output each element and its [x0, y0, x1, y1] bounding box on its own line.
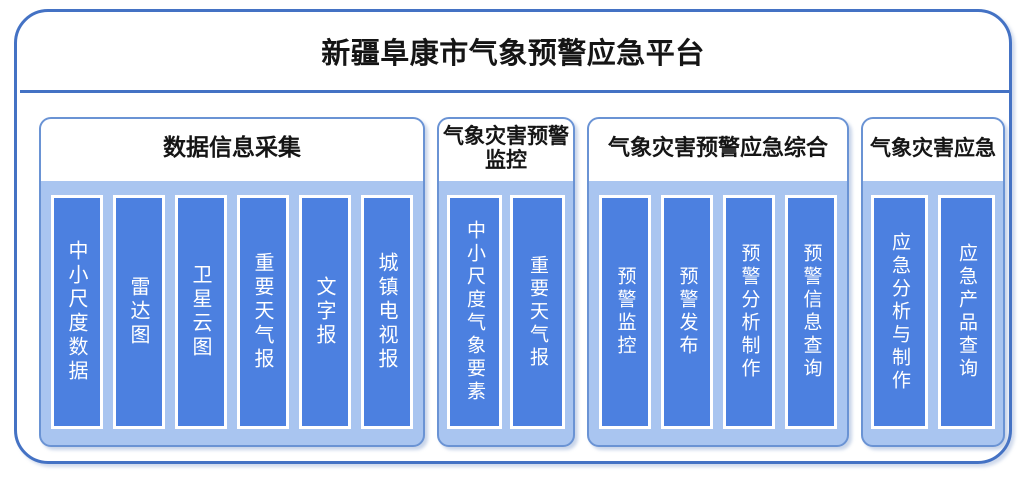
- panel-warning-emergency-integrated[interactable]: 气象灾害预警应急综合 预警监控 预警发布 预警分析制作 预警信息查询: [587, 117, 849, 447]
- item-zhongxiao-chidu-qixiang-yaosu[interactable]: 中小尺度气象要素: [447, 195, 502, 429]
- item-zhongyao-tianqibao-2[interactable]: 重要天气报: [510, 195, 565, 429]
- item-yujing-fenxi-zhizuo[interactable]: 预警分析制作: [723, 195, 775, 429]
- panel-title-warning-emergency-integrated: 气象灾害预警应急综合: [589, 119, 847, 181]
- item-weixing-yuntu[interactable]: 卫星云图: [175, 195, 227, 429]
- panel-body-disaster-emergency: 应急分析与制作 应急产品查询: [863, 181, 1003, 445]
- outer-container: 新疆阜康市气象预警应急平台 数据信息采集 中小尺度数据 雷达图 卫星云图 重要天…: [14, 9, 1012, 464]
- page-title: 新疆阜康市气象预警应急平台: [321, 36, 705, 70]
- panel-disaster-warning-monitoring[interactable]: 气象灾害预警监控 中小尺度气象要素 重要天气报: [437, 117, 575, 447]
- title-divider: [20, 90, 1012, 93]
- item-chengzhen-dianshibao[interactable]: 城镇电视报: [361, 195, 413, 429]
- panel-title-data-collection: 数据信息采集: [41, 119, 423, 181]
- item-yingji-chanpin-chaxun[interactable]: 应急产品查询: [938, 195, 995, 429]
- item-zhongxiao-chidu-shuju[interactable]: 中小尺度数据: [51, 195, 103, 429]
- item-yujing-xinxi-chaxun[interactable]: 预警信息查询: [785, 195, 837, 429]
- item-wenzibao[interactable]: 文字报: [299, 195, 351, 429]
- item-yujing-fabu[interactable]: 预警发布: [661, 195, 713, 429]
- item-yingji-fenxi-yu-zhizuo[interactable]: 应急分析与制作: [871, 195, 928, 429]
- panel-data-collection[interactable]: 数据信息采集 中小尺度数据 雷达图 卫星云图 重要天气报 文字报 城镇电视报: [39, 117, 425, 447]
- panel-title-disaster-emergency: 气象灾害应急: [863, 119, 1003, 181]
- panel-body-warning-emergency-integrated: 预警监控 预警发布 预警分析制作 预警信息查询: [589, 181, 847, 445]
- panel-row: 数据信息采集 中小尺度数据 雷达图 卫星云图 重要天气报 文字报 城镇电视报 气…: [39, 117, 1005, 447]
- panel-title-disaster-warning-monitoring: 气象灾害预警监控: [439, 119, 573, 181]
- panel-disaster-emergency[interactable]: 气象灾害应急 应急分析与制作 应急产品查询: [861, 117, 1005, 447]
- panel-body-disaster-warning-monitoring: 中小尺度气象要素 重要天气报: [439, 181, 573, 445]
- item-leidatu[interactable]: 雷达图: [113, 195, 165, 429]
- panel-body-data-collection: 中小尺度数据 雷达图 卫星云图 重要天气报 文字报 城镇电视报: [41, 181, 423, 445]
- item-zhongyao-tianqibao[interactable]: 重要天气报: [237, 195, 289, 429]
- item-yujing-jiankong[interactable]: 预警监控: [599, 195, 651, 429]
